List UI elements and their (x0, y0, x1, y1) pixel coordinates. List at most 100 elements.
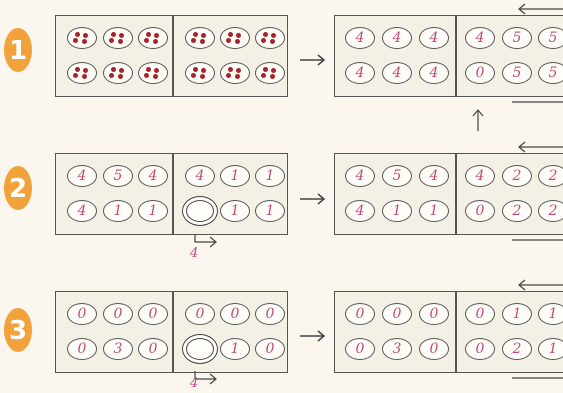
pit: 0 (345, 338, 375, 360)
board-divider (455, 16, 457, 96)
pit: 4 (465, 165, 495, 187)
pit: 5 (502, 62, 532, 84)
step-1-top-left-arrow (515, 2, 563, 16)
pit: 5 (103, 165, 133, 187)
seeds-4 (144, 67, 162, 79)
selected-pit (182, 334, 218, 364)
pit: 0 (419, 338, 449, 360)
pit: 0 (382, 303, 412, 325)
pit: 0 (345, 303, 375, 325)
pit: 4 (67, 200, 97, 222)
pit: 4 (67, 165, 97, 187)
pit: 2 (538, 165, 563, 187)
selected-pit (182, 196, 218, 226)
pit: 1 (502, 303, 532, 325)
pit: 4 (138, 165, 168, 187)
pit: 1 (538, 303, 563, 325)
pit: 5 (382, 165, 412, 187)
step-2-right-arrow (298, 193, 328, 205)
pit: 1 (419, 200, 449, 222)
pit: 1 (220, 165, 250, 187)
step-2-board-before: 4 5 4 4 1 1 4 1 1 1 1 (55, 153, 288, 235)
step-2-badge: 2 (3, 165, 33, 211)
pit: 0 (255, 303, 285, 325)
pit (67, 27, 97, 49)
pit: 0 (465, 303, 495, 325)
pit: 4 (382, 62, 412, 84)
pit: 0 (138, 303, 168, 325)
pit: 2 (502, 200, 532, 222)
pit (255, 27, 285, 49)
pit: 2 (502, 338, 532, 360)
pit: 4 (345, 27, 375, 49)
step-2-board-after: 4 5 4 4 2 2 4 1 1 0 2 2 (334, 153, 563, 235)
step-3-bottom-line (512, 376, 563, 380)
board-divider (455, 292, 457, 372)
step-2-top-left-arrow (515, 140, 563, 154)
board-divider (172, 154, 174, 234)
pit: 0 (138, 338, 168, 360)
step-3-number: 3 (9, 316, 27, 346)
board-divider (172, 292, 174, 372)
pit: 0 (220, 303, 250, 325)
pit (138, 27, 168, 49)
pit: 0 (465, 200, 495, 222)
step-3-badge: 3 (3, 307, 33, 353)
pit: 0 (419, 303, 449, 325)
seeds-4 (226, 67, 244, 79)
seeds-4 (191, 67, 209, 79)
pit (67, 62, 97, 84)
pit (138, 62, 168, 84)
step-2-number: 2 (9, 174, 27, 204)
pit: 4 (419, 27, 449, 49)
pit: 4 (419, 62, 449, 84)
board-divider (172, 16, 174, 96)
pit: 5 (502, 27, 532, 49)
pit: 2 (538, 200, 563, 222)
pit: 0 (67, 338, 97, 360)
seeds-4 (73, 67, 91, 79)
seeds-4 (261, 67, 279, 79)
step-1-number: 1 (9, 36, 27, 66)
pit: 1 (220, 338, 250, 360)
pit: 1 (103, 200, 133, 222)
pit: 3 (103, 338, 133, 360)
pit (185, 62, 215, 84)
step-3-board-after: 0 0 0 0 1 1 0 3 0 0 2 1 (334, 291, 563, 373)
pit: 4 (465, 27, 495, 49)
pit: 1 (255, 165, 285, 187)
pit: 0 (255, 338, 285, 360)
pit (220, 27, 250, 49)
step-2-bottom-line (512, 238, 563, 242)
pit: 4 (185, 165, 215, 187)
pit: 1 (382, 200, 412, 222)
seeds-4 (73, 32, 91, 44)
pit: 5 (538, 62, 563, 84)
step-1-bottom-line (512, 100, 563, 104)
pit: 1 (255, 200, 285, 222)
pit: 0 (185, 303, 215, 325)
step-1-board-before (55, 15, 288, 97)
pit: 1 (220, 200, 250, 222)
step-1-badge: 1 (3, 27, 33, 73)
step-1-right-arrow (298, 54, 328, 66)
step-3-top-left-arrow (515, 278, 563, 292)
step-3-right-arrow (298, 330, 328, 342)
pit: 4 (345, 200, 375, 222)
step-2-sow-count: 4 (190, 246, 198, 261)
pit: 1 (138, 200, 168, 222)
pit: 3 (382, 338, 412, 360)
pit: 5 (538, 27, 563, 49)
pit: 0 (465, 338, 495, 360)
board-divider (455, 154, 457, 234)
pit: 4 (345, 165, 375, 187)
pit (220, 62, 250, 84)
pit: 0 (67, 303, 97, 325)
pit: 0 (103, 303, 133, 325)
step-3-sow-count: 4 (190, 376, 198, 391)
seeds-4 (109, 32, 127, 44)
seeds-4 (144, 32, 162, 44)
pit: 2 (502, 165, 532, 187)
step-1-board-after: 4 4 4 4 5 5 4 4 4 0 5 5 (334, 15, 563, 97)
pit: 0 (465, 62, 495, 84)
